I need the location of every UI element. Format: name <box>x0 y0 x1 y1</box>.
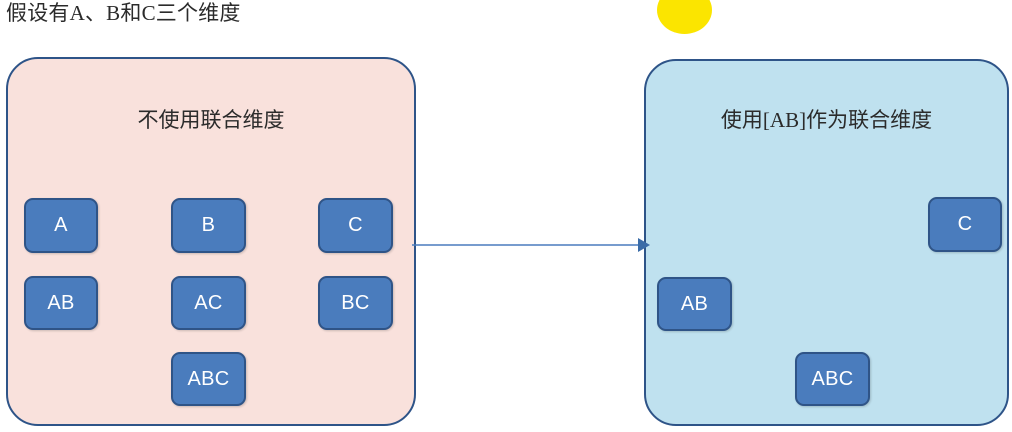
dimension-box-label: BC <box>341 291 370 314</box>
dimension-box-right-ab: AB <box>657 277 732 331</box>
dimension-box-label: AB <box>680 292 709 315</box>
dimension-box-left-a: A <box>24 198 98 253</box>
dimension-box-label: C <box>348 214 363 236</box>
transition-arrow <box>410 228 650 262</box>
dimension-box-label: A <box>54 214 68 236</box>
panel-left-title: 不使用联合维度 <box>137 108 285 132</box>
dimension-box-right-abc: ABC <box>795 352 870 406</box>
dimension-box-label: AB <box>47 291 75 314</box>
dimension-box-label: AC <box>194 291 223 314</box>
dimension-box-left-abc: ABC <box>171 352 246 406</box>
dimension-box-left-c: C <box>318 198 393 253</box>
dimension-box-label: B <box>201 214 216 236</box>
panel-right-title: 使用[AB]作为联合维度 <box>720 108 933 132</box>
dimension-box-left-ab: AB <box>24 276 98 330</box>
dimension-box-label: ABC <box>811 367 854 390</box>
dimension-box-label: ABC <box>187 367 230 390</box>
page-title: 假设有A、B和C三个维度 <box>6 1 241 25</box>
dimension-box-right-c: C <box>928 197 1002 252</box>
dimension-box-left-bc: BC <box>318 276 393 330</box>
dimension-box-label: C <box>957 213 973 235</box>
filled-circle-icon <box>657 0 712 34</box>
arrow-right-icon <box>412 238 650 252</box>
dimension-box-left-b: B <box>171 198 246 253</box>
dimension-box-left-ac: AC <box>171 276 246 330</box>
